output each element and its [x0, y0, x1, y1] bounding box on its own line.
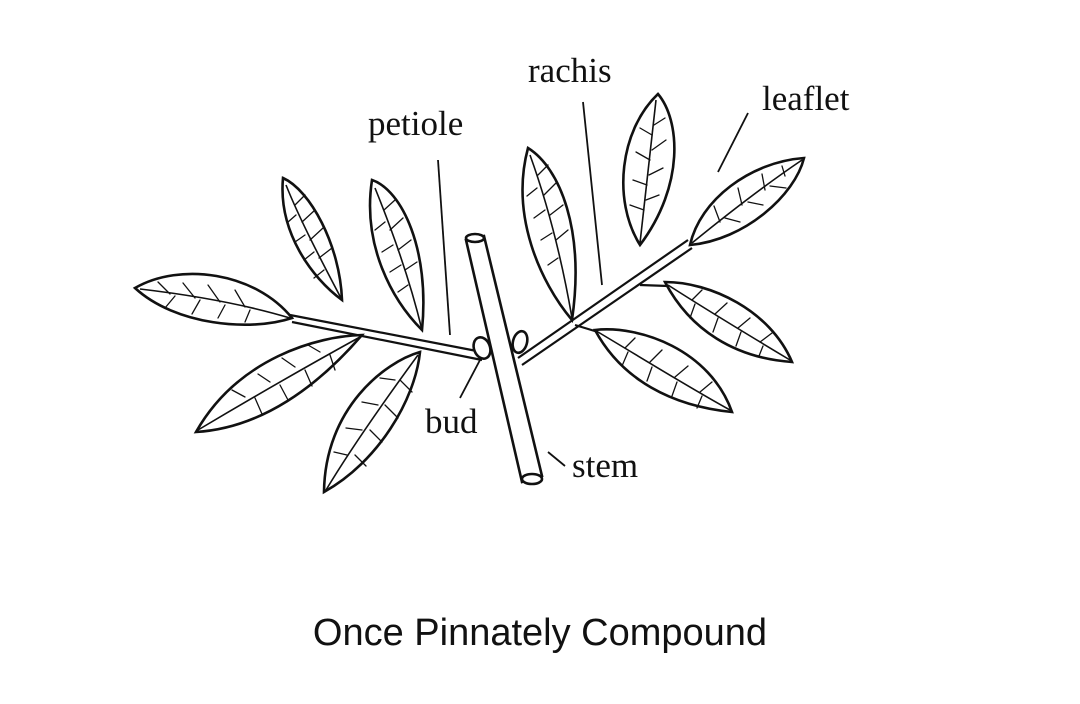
leaflet-left-upper-2 — [368, 178, 425, 333]
leaflet-left-upper-1 — [281, 176, 344, 303]
leader-lines — [437, 101, 749, 467]
leaflet-right-lower-1 — [592, 328, 734, 414]
leaflet-right-lower-2 — [662, 280, 795, 364]
leaflet-right-upper-2 — [622, 92, 676, 248]
diagram-caption: Once Pinnately Compound — [312, 612, 768, 654]
right-compound-leaf — [517, 92, 806, 414]
leader-petiole — [437, 159, 451, 336]
leader-rachis — [582, 101, 603, 286]
label-petiole: petiole — [368, 104, 463, 143]
left-compound-leaf — [132, 176, 483, 495]
leaflet-right-terminal — [688, 156, 806, 247]
leaflet-left-lower-1 — [193, 333, 365, 434]
leaflet-left-terminal — [132, 272, 295, 326]
leader-stem — [547, 451, 566, 467]
leader-bud — [459, 359, 481, 399]
axillary-buds — [472, 329, 529, 360]
label-leaflet: leaflet — [762, 79, 850, 118]
leaflet-left-lower-2 — [322, 350, 422, 495]
label-rachis: rachis — [528, 51, 612, 90]
stem-shape — [464, 232, 544, 486]
label-bud: bud — [425, 402, 478, 441]
label-stem: stem — [572, 446, 638, 485]
leaflet-right-upper-1 — [521, 145, 577, 324]
leader-leaflet — [717, 112, 749, 173]
